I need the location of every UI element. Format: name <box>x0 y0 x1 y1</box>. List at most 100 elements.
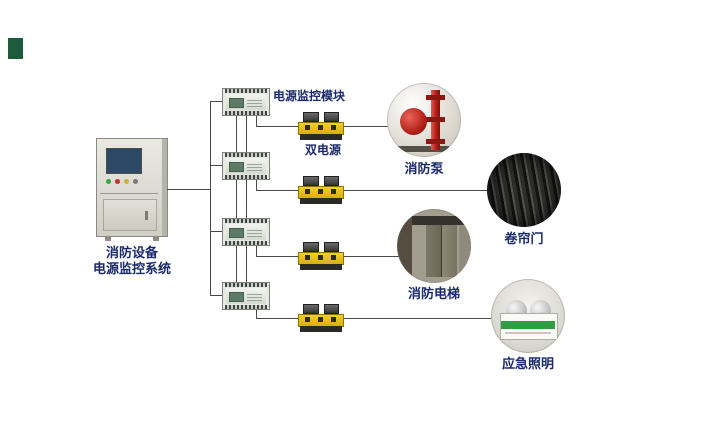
dual-power-switch-2 <box>298 176 344 204</box>
cabinet-indicator-lights <box>106 179 154 185</box>
pump-flange <box>426 139 445 144</box>
indicator-yellow <box>124 179 129 184</box>
module-display <box>229 292 244 302</box>
emergency-light-photo <box>491 279 565 353</box>
module-terminals <box>225 219 267 223</box>
ats-base <box>300 264 342 270</box>
module-vents <box>247 228 262 237</box>
wire-module-chain <box>246 178 247 218</box>
wire-cabinet-to-bus <box>167 189 210 190</box>
wire-main-bus <box>210 101 211 296</box>
ats-breakers <box>303 112 339 122</box>
module-face <box>226 224 266 240</box>
module-face <box>226 288 266 304</box>
ats-slot <box>305 189 310 194</box>
monitoring-cabinet <box>96 138 168 241</box>
roll-shutter-door-label: 卷帘门 <box>504 232 544 247</box>
wire-module-chain <box>236 114 237 152</box>
ats-slot <box>318 125 323 130</box>
module-terminals <box>225 89 267 93</box>
ats-breaker <box>323 242 339 252</box>
module-vents <box>247 292 262 301</box>
ats-breaker <box>303 242 319 252</box>
wire-bus-stub <box>210 101 222 102</box>
wire-bus-stub <box>210 231 222 232</box>
cabinet-shadow <box>162 139 167 236</box>
ats-base <box>300 198 342 204</box>
ats-slot <box>318 255 323 260</box>
roll-shutter-door-photo <box>487 153 561 227</box>
fire-pump-label: 消防泵 <box>404 162 444 177</box>
module-terminals <box>225 153 267 157</box>
emergency-light-label: 应急照明 <box>501 357 554 372</box>
ats-slot <box>318 189 323 194</box>
ats-slot <box>318 317 323 322</box>
pump-base <box>397 146 449 152</box>
module-label: 电源监控模块 <box>273 89 346 103</box>
wire-module-chain <box>236 178 237 218</box>
wire-module-to-ats <box>256 308 257 319</box>
ats-breaker <box>323 304 339 314</box>
ats-slot <box>331 189 336 194</box>
elevator-door-left <box>426 225 442 277</box>
ats-base <box>300 134 342 140</box>
ats-breaker <box>303 176 319 186</box>
module-terminals <box>225 111 267 115</box>
module-display <box>229 98 244 108</box>
module-face <box>226 94 266 110</box>
ats-base <box>300 326 342 332</box>
pump-flange <box>426 95 445 100</box>
wire-module-to-ats <box>256 126 298 127</box>
ats-slot <box>305 125 310 130</box>
module-vents <box>247 98 262 107</box>
emergency-green-strip <box>501 321 555 329</box>
power-monitor-module-1 <box>222 88 270 116</box>
ats-breaker <box>323 176 339 186</box>
system-title-line2: 电源监控系统 <box>92 262 171 278</box>
wire-module-chain <box>246 114 247 152</box>
wire-ats-to-pump <box>344 126 390 127</box>
wire-module-chain <box>236 244 237 282</box>
cabinet-handle <box>145 211 148 220</box>
ats-breakers <box>303 242 339 252</box>
ats-slot <box>305 255 310 260</box>
power-monitor-module-3 <box>222 218 270 246</box>
cabinet-leg <box>153 236 159 241</box>
dual-power-switch-3 <box>298 242 344 270</box>
fire-elevator-photo <box>397 209 471 283</box>
ats-slot <box>331 317 336 322</box>
wire-module-to-ats <box>256 178 257 191</box>
indicator-red <box>115 179 120 184</box>
cabinet-leg <box>105 236 111 241</box>
wire-bus-stub <box>210 165 222 166</box>
ats-breaker <box>323 112 339 122</box>
wire-ats-to-rolldoor <box>344 190 489 191</box>
module-display <box>229 162 244 172</box>
module-terminals <box>225 241 267 245</box>
wire-module-to-ats <box>256 244 257 257</box>
wire-ats-to-emergency <box>344 318 492 319</box>
dual-power-switch-4 <box>298 304 344 332</box>
wire-module-to-ats <box>256 114 257 127</box>
ats-breaker <box>303 112 319 122</box>
module-terminals <box>225 175 267 179</box>
ats-slot <box>305 317 310 322</box>
emergency-box-line <box>505 332 551 334</box>
pump-motor <box>400 108 427 135</box>
cabinet-screen <box>106 148 142 174</box>
ats-breakers <box>303 304 339 314</box>
indicator-green <box>106 179 111 184</box>
module-display <box>229 228 244 238</box>
ats-label: 双电源 <box>305 143 342 157</box>
wire-module-to-ats <box>256 318 298 319</box>
pump-flange <box>426 117 445 122</box>
ats-breakers <box>303 176 339 186</box>
wire-module-chain <box>246 244 247 282</box>
power-monitor-module-4 <box>222 282 270 310</box>
cabinet-door <box>103 199 157 231</box>
indicator-gray <box>133 179 138 184</box>
fire-pump-photo <box>387 83 461 157</box>
wire-module-to-ats <box>256 190 298 191</box>
elevator-wall <box>459 225 471 283</box>
